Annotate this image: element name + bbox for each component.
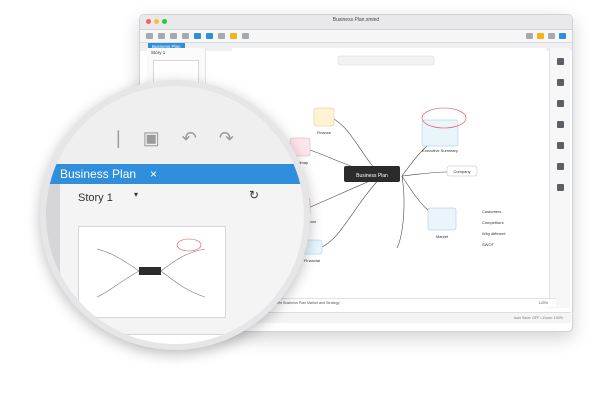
magnified-toolbar-icons: | ▣ ↶ ↷ bbox=[116, 128, 234, 149]
magnified-story-thumbnail[interactable] bbox=[78, 226, 226, 318]
idea-icon[interactable] bbox=[537, 33, 544, 39]
tab-strip: Business Plan bbox=[140, 43, 572, 51]
status-text: Auto Save: OFF • Zoom: 100% bbox=[513, 316, 563, 320]
task-icon[interactable] bbox=[556, 142, 564, 149]
refresh-icon[interactable]: ↻ bbox=[249, 188, 260, 202]
presentation-controls[interactable] bbox=[337, 55, 435, 66]
divider-icon: | bbox=[116, 128, 121, 148]
company-node[interactable] bbox=[446, 165, 478, 177]
competitors-label: Competitors bbox=[482, 220, 504, 225]
redo-icon[interactable]: ↷ bbox=[218, 128, 234, 148]
executive-summary-label: Executive Summary bbox=[422, 148, 458, 153]
image-icon[interactable] bbox=[556, 100, 564, 107]
market-label: Market bbox=[436, 234, 449, 239]
executive-summary-node[interactable] bbox=[421, 119, 459, 147]
window-controls bbox=[146, 19, 167, 24]
outline-icon[interactable] bbox=[548, 33, 555, 39]
tab-business-plan[interactable]: Business Plan bbox=[148, 43, 185, 51]
magnifier-lens: | ▣ ↶ ↷ Business Plan × Story 1 ▾ ↻ bbox=[40, 80, 310, 350]
marker-icon[interactable] bbox=[230, 33, 237, 39]
format-icon[interactable] bbox=[556, 58, 564, 65]
undo-icon[interactable]: ↶ bbox=[181, 128, 197, 148]
finance-node[interactable] bbox=[313, 107, 335, 127]
sidebar-header: Story 1 bbox=[147, 48, 205, 57]
right-panel-bar bbox=[549, 48, 570, 308]
undo-icon[interactable] bbox=[170, 33, 177, 39]
close-icon[interactable]: × bbox=[150, 167, 158, 181]
why-different-label: Why different bbox=[482, 231, 506, 236]
market-node[interactable] bbox=[427, 207, 457, 231]
magnified-toolbar bbox=[46, 86, 304, 166]
boundary-highlight[interactable] bbox=[421, 107, 467, 129]
zoom-level[interactable]: 120% bbox=[538, 301, 548, 305]
finance-label: Finance bbox=[317, 130, 332, 135]
topic-icon[interactable] bbox=[194, 33, 201, 39]
presentation-icon[interactable] bbox=[526, 33, 533, 39]
format-panel-icon[interactable] bbox=[559, 33, 566, 39]
subtopic-icon[interactable] bbox=[206, 33, 213, 39]
central-topic-label: Business Plan bbox=[356, 173, 388, 179]
clipboard-icon[interactable] bbox=[556, 184, 564, 191]
thumbnail-mindmap bbox=[96, 238, 206, 298]
thumbnail-mindmap bbox=[79, 335, 225, 350]
title-bar: Business Plan.xmind bbox=[140, 15, 572, 30]
magnified-tab[interactable]: Business Plan × bbox=[60, 164, 157, 184]
home-icon[interactable] bbox=[146, 33, 153, 39]
relationship-icon[interactable] bbox=[218, 33, 225, 39]
send-icon[interactable] bbox=[556, 79, 564, 86]
save-icon[interactable] bbox=[158, 33, 165, 39]
central-topic[interactable] bbox=[344, 166, 400, 182]
toolbar bbox=[140, 30, 572, 43]
zoom-window-button[interactable] bbox=[162, 19, 167, 24]
save-icon[interactable]: ▣ bbox=[142, 128, 160, 148]
chevron-down-icon[interactable]: ▾ bbox=[134, 190, 139, 199]
magnified-view: | ▣ ↶ ↷ Business Plan × Story 1 ▾ ↻ bbox=[46, 86, 304, 344]
financial-label: Financial bbox=[304, 258, 320, 263]
story-label[interactable]: Story 1 bbox=[151, 50, 166, 55]
notes-icon[interactable] bbox=[556, 121, 564, 128]
redo-icon[interactable] bbox=[182, 33, 189, 39]
window-title: Business Plan.xmind bbox=[332, 17, 380, 23]
minimize-window-button[interactable] bbox=[154, 19, 159, 24]
magnified-tab-label[interactable]: Business Plan bbox=[60, 167, 137, 181]
swot-label: SWOT bbox=[482, 242, 495, 247]
more-icon[interactable] bbox=[242, 33, 249, 39]
magnified-story-thumbnail[interactable] bbox=[78, 334, 226, 350]
close-window-button[interactable] bbox=[146, 19, 151, 24]
comment-icon[interactable] bbox=[556, 163, 564, 170]
company-label: Company bbox=[453, 169, 470, 174]
status-bar: Auto Save: OFF • Zoom: 100% bbox=[139, 312, 571, 323]
magnified-story-label[interactable]: Story 1 bbox=[78, 192, 113, 204]
magnified-tab-bar bbox=[46, 164, 304, 184]
customers-label: Customers bbox=[482, 209, 501, 214]
